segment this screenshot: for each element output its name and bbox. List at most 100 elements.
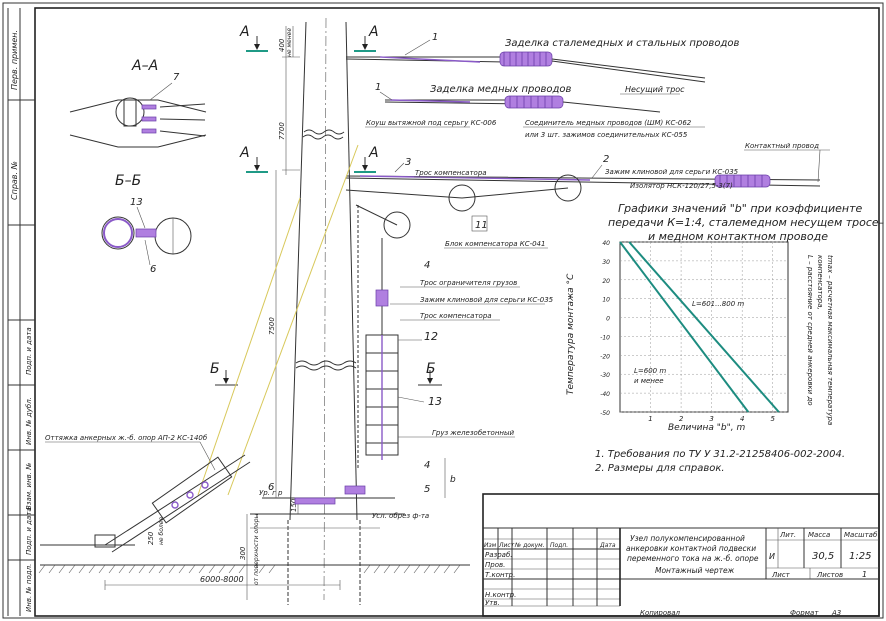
wedge-clamp-top-label: Зажим клиновой для серьги КС-035 bbox=[605, 168, 739, 176]
stamp-inv-dup: Инв. № дубл. bbox=[25, 397, 33, 445]
chart-y-tick-label: 20 bbox=[602, 278, 610, 285]
dim-400: 400 bbox=[278, 38, 286, 52]
footer-format: Формат bbox=[790, 609, 819, 617]
section-a-left: А bbox=[239, 24, 250, 40]
chart-y-tick-label: -50 bbox=[600, 410, 610, 417]
series-label-short-2: и менее bbox=[634, 377, 664, 385]
section-a-right-2: А bbox=[368, 145, 379, 161]
compensator-bottom-label: Трос компенсатора bbox=[420, 312, 492, 320]
chart-title-3: и медном контактном проводе bbox=[648, 230, 828, 243]
callout-11: 11 bbox=[475, 220, 488, 231]
carrier-cable-label: Несущий трос bbox=[625, 85, 685, 94]
dim-300: 300 bbox=[239, 546, 247, 560]
drawing-frame bbox=[34, 7, 880, 617]
callout-6-section: 6 bbox=[150, 264, 156, 275]
carrier-cable-assembly: Несущий трос Заделка сталемедных и сталь… bbox=[345, 32, 739, 95]
chart-title-1: Графики значений "b" при коэффициенте bbox=[618, 202, 863, 215]
tb-sheet-label: Лист bbox=[771, 571, 791, 579]
callout-4-bottom: 4 bbox=[424, 460, 430, 471]
tb-mass-label: Масса bbox=[808, 531, 830, 539]
section-a-right: А bbox=[368, 24, 379, 40]
side-stamp-column: Перв. примен. Справ. № Подп. и дата Инв.… bbox=[7, 8, 35, 616]
ground-level-label: Ур. г р bbox=[259, 489, 283, 497]
dim-300-note: от поверхности опоры bbox=[253, 513, 260, 585]
series-label-long: L=601...800 m bbox=[692, 300, 744, 308]
tb-sheets-label: Листов bbox=[816, 571, 843, 579]
tb-row-developed: Разраб. bbox=[485, 551, 513, 559]
tb-col-doc: № докум. bbox=[514, 542, 545, 549]
section-b-left: Б bbox=[210, 361, 220, 377]
stamp-replaced-inv: Взам. инв. № bbox=[25, 462, 33, 510]
connector-label-1: Соединитель медных проводов (ШМ) КС-062 bbox=[525, 119, 692, 127]
series-label-short-1: L=600 m bbox=[634, 367, 666, 375]
chart-title-2: передачи К=1:4, сталемедном несущем трос… bbox=[608, 216, 885, 229]
thimble-label: Коуш вытяжной под серьгу КС-006 bbox=[366, 119, 497, 127]
callout-1-top: 1 bbox=[432, 32, 438, 43]
section-bb-detail: Б–Б 13 6 bbox=[101, 173, 192, 275]
callout-6-bottom: 6 bbox=[268, 482, 274, 493]
tb-desc-1: Узел полукомпенсированной bbox=[630, 534, 745, 543]
section-bb-title: Б–Б bbox=[115, 173, 141, 189]
chart-y-tick-label: 10 bbox=[602, 297, 610, 304]
concrete-weight-label: Груз железобетонный bbox=[432, 429, 514, 437]
dim-250-note: не более bbox=[158, 517, 165, 545]
pole-dimensions: 400 не менее 7700 7500 150 300 от поверх… bbox=[239, 26, 456, 600]
stamp-sign-date-1: Подп. и дата bbox=[25, 327, 33, 375]
chart-right-note-2: компенсатора, bbox=[816, 255, 824, 310]
tb-scale-label: Масштаб bbox=[844, 531, 878, 539]
tb-col-izm: Изм bbox=[484, 542, 497, 549]
chart-series-line-1 bbox=[619, 241, 750, 413]
tb-drawing-type: Монтажный чертеж bbox=[655, 566, 735, 575]
dim-250: 250 bbox=[147, 531, 155, 545]
callout-5: 5 bbox=[424, 484, 430, 495]
callout-13-section: 13 bbox=[130, 197, 143, 208]
tb-lit-value: И bbox=[769, 552, 775, 561]
section-aa-detail: А–А 7 bbox=[69, 58, 207, 148]
note-1: 1. Требования по ТУ У 31.2-21258406-002-… bbox=[595, 448, 845, 460]
section-aa-title: А–А bbox=[131, 58, 158, 74]
chart-x-tick-label: 2 bbox=[679, 415, 684, 423]
chart-right-note-1: L – расстояние от средней анкеровки до bbox=[806, 255, 814, 406]
dim-7500: 7500 bbox=[268, 317, 276, 335]
tb-col-list: Лист bbox=[498, 542, 515, 549]
chart-x-tick-label: 3 bbox=[709, 415, 713, 423]
copper-wire-assembly: Заделка медных проводов 1 Коуш вытяжной … bbox=[365, 82, 705, 139]
tb-scale-value: 1:25 bbox=[849, 551, 871, 562]
tb-row-ncontrol: Н.контр. bbox=[485, 591, 516, 599]
tb-lit-label: Лит. bbox=[779, 531, 796, 539]
footer-copied: Копировал bbox=[640, 609, 681, 617]
chart-xlabel: Величина "b", m bbox=[668, 423, 745, 433]
connector-label-2: или 3 шт. зажимов соединительных КС-055 bbox=[525, 131, 688, 139]
chart-y-tick-label: 0 bbox=[606, 316, 610, 323]
tb-row-approved: Утв. bbox=[485, 599, 500, 607]
stamp-sign-date-2: Подп. и дата bbox=[25, 507, 33, 555]
chart-x-tick-label: 4 bbox=[740, 415, 744, 423]
ground: 6000-8000 Ур. г р Усл. обрез ф-та 6 bbox=[38, 482, 470, 590]
compensator-block-label: Блок компенсатора КС-041 bbox=[445, 240, 545, 248]
guy-anchor-label: Оттяжка анкерных ж.-б. опор АП-2 КС-140б bbox=[45, 434, 208, 442]
temperature-chart: Графики значений "b" при коэффициенте пе… bbox=[566, 202, 885, 433]
load-limiter-label: Трос ограничителя грузов bbox=[420, 279, 517, 287]
insulator-label: Изолятор НСК-120/27,5-3(7) bbox=[630, 182, 733, 190]
callout-4-top: 4 bbox=[424, 260, 430, 271]
compensator-top-label: Трос компенсатора bbox=[415, 169, 487, 177]
steel-copper-title: Заделка сталемедных и стальных проводов bbox=[505, 38, 739, 49]
dim-400-note: не менее bbox=[286, 28, 293, 57]
section-marks: А А А А Б Б bbox=[210, 24, 442, 386]
callout-7: 7 bbox=[173, 72, 180, 83]
section-b-right: Б bbox=[426, 361, 436, 377]
tb-col-date: Дата bbox=[599, 542, 616, 549]
concrete-pole bbox=[250, 17, 405, 605]
stamp-ref-no: Справ. № bbox=[10, 161, 19, 200]
chart-x-tick-label: 5 bbox=[770, 415, 775, 423]
callout-13-main: 13 bbox=[428, 395, 442, 408]
tb-sheets-value: 1 bbox=[862, 570, 867, 579]
tb-mass-value: 30,5 bbox=[812, 551, 834, 562]
tb-row-tcontrol: Т.контр. bbox=[485, 571, 515, 579]
dim-b: b bbox=[450, 475, 456, 485]
copper-title: Заделка медных проводов bbox=[430, 84, 572, 95]
chart-ylabel: Температура монтажа °С bbox=[566, 273, 576, 395]
